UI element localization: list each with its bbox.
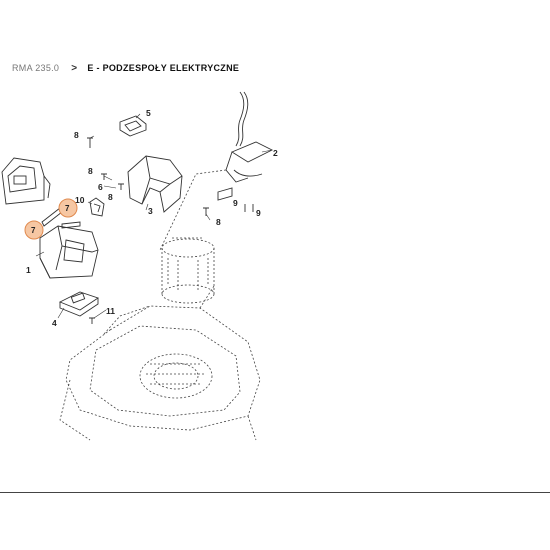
callout-10[interactable]: 10 [75,195,85,205]
callout-2[interactable]: 2 [273,148,278,158]
mower-deck-dashed [59,285,261,441]
callout-8-mid[interactable]: 8 [88,166,93,176]
part-3-mount [127,155,183,213]
callout-8-right[interactable]: 8 [216,217,221,227]
exploded-view-drawing: 5 2 8 8 6 8 10 3 8 9 9 1 4 11 7 7 [1,91,278,441]
callout-5[interactable]: 5 [146,108,151,118]
callout-11[interactable]: 11 [106,306,115,316]
highlighted-callout-7a[interactable]: 7 [58,198,78,218]
breadcrumb-model-link[interactable]: RMA 235.0 [12,63,60,73]
part-2-switch [159,91,274,251]
chevron-right-icon: > [71,62,78,74]
motor-dashed [161,237,215,304]
part-10-clip [89,197,105,217]
part-11-screw [89,317,95,324]
callout-8-top[interactable]: 8 [74,130,79,140]
breadcrumb: RMA 235.0 > E - PODZESPOŁY ELEKTRYCZNE [12,60,239,76]
callout-3[interactable]: 3 [148,206,153,216]
parts-diagram: 5 2 8 8 6 8 10 3 8 9 9 1 4 11 7 7 [0,80,550,460]
part-4-module [58,291,100,317]
breadcrumb-current-section: E - PODZESPOŁY ELEKTRYCZNE [87,63,240,73]
callout-6[interactable]: 6 [98,182,103,192]
callout-9-right[interactable]: 9 [256,208,261,218]
callout-7-lower: 7 [31,226,36,235]
callout-1[interactable]: 1 [26,265,31,275]
highlighted-callout-7b[interactable]: 7 [24,220,44,240]
part-housing-side [1,157,51,205]
screws [87,137,254,216]
callout-labels: 5 2 8 8 6 8 10 3 8 9 9 1 4 11 [26,108,278,328]
part-1-compartment [39,225,99,279]
leader-lines [35,113,273,319]
callout-4[interactable]: 4 [52,318,57,328]
callout-9-left[interactable]: 9 [233,198,238,208]
part-5-bracket [119,115,147,137]
callout-8-lower[interactable]: 8 [108,192,113,202]
footer-divider [0,492,550,493]
callout-7-upper: 7 [65,204,70,213]
